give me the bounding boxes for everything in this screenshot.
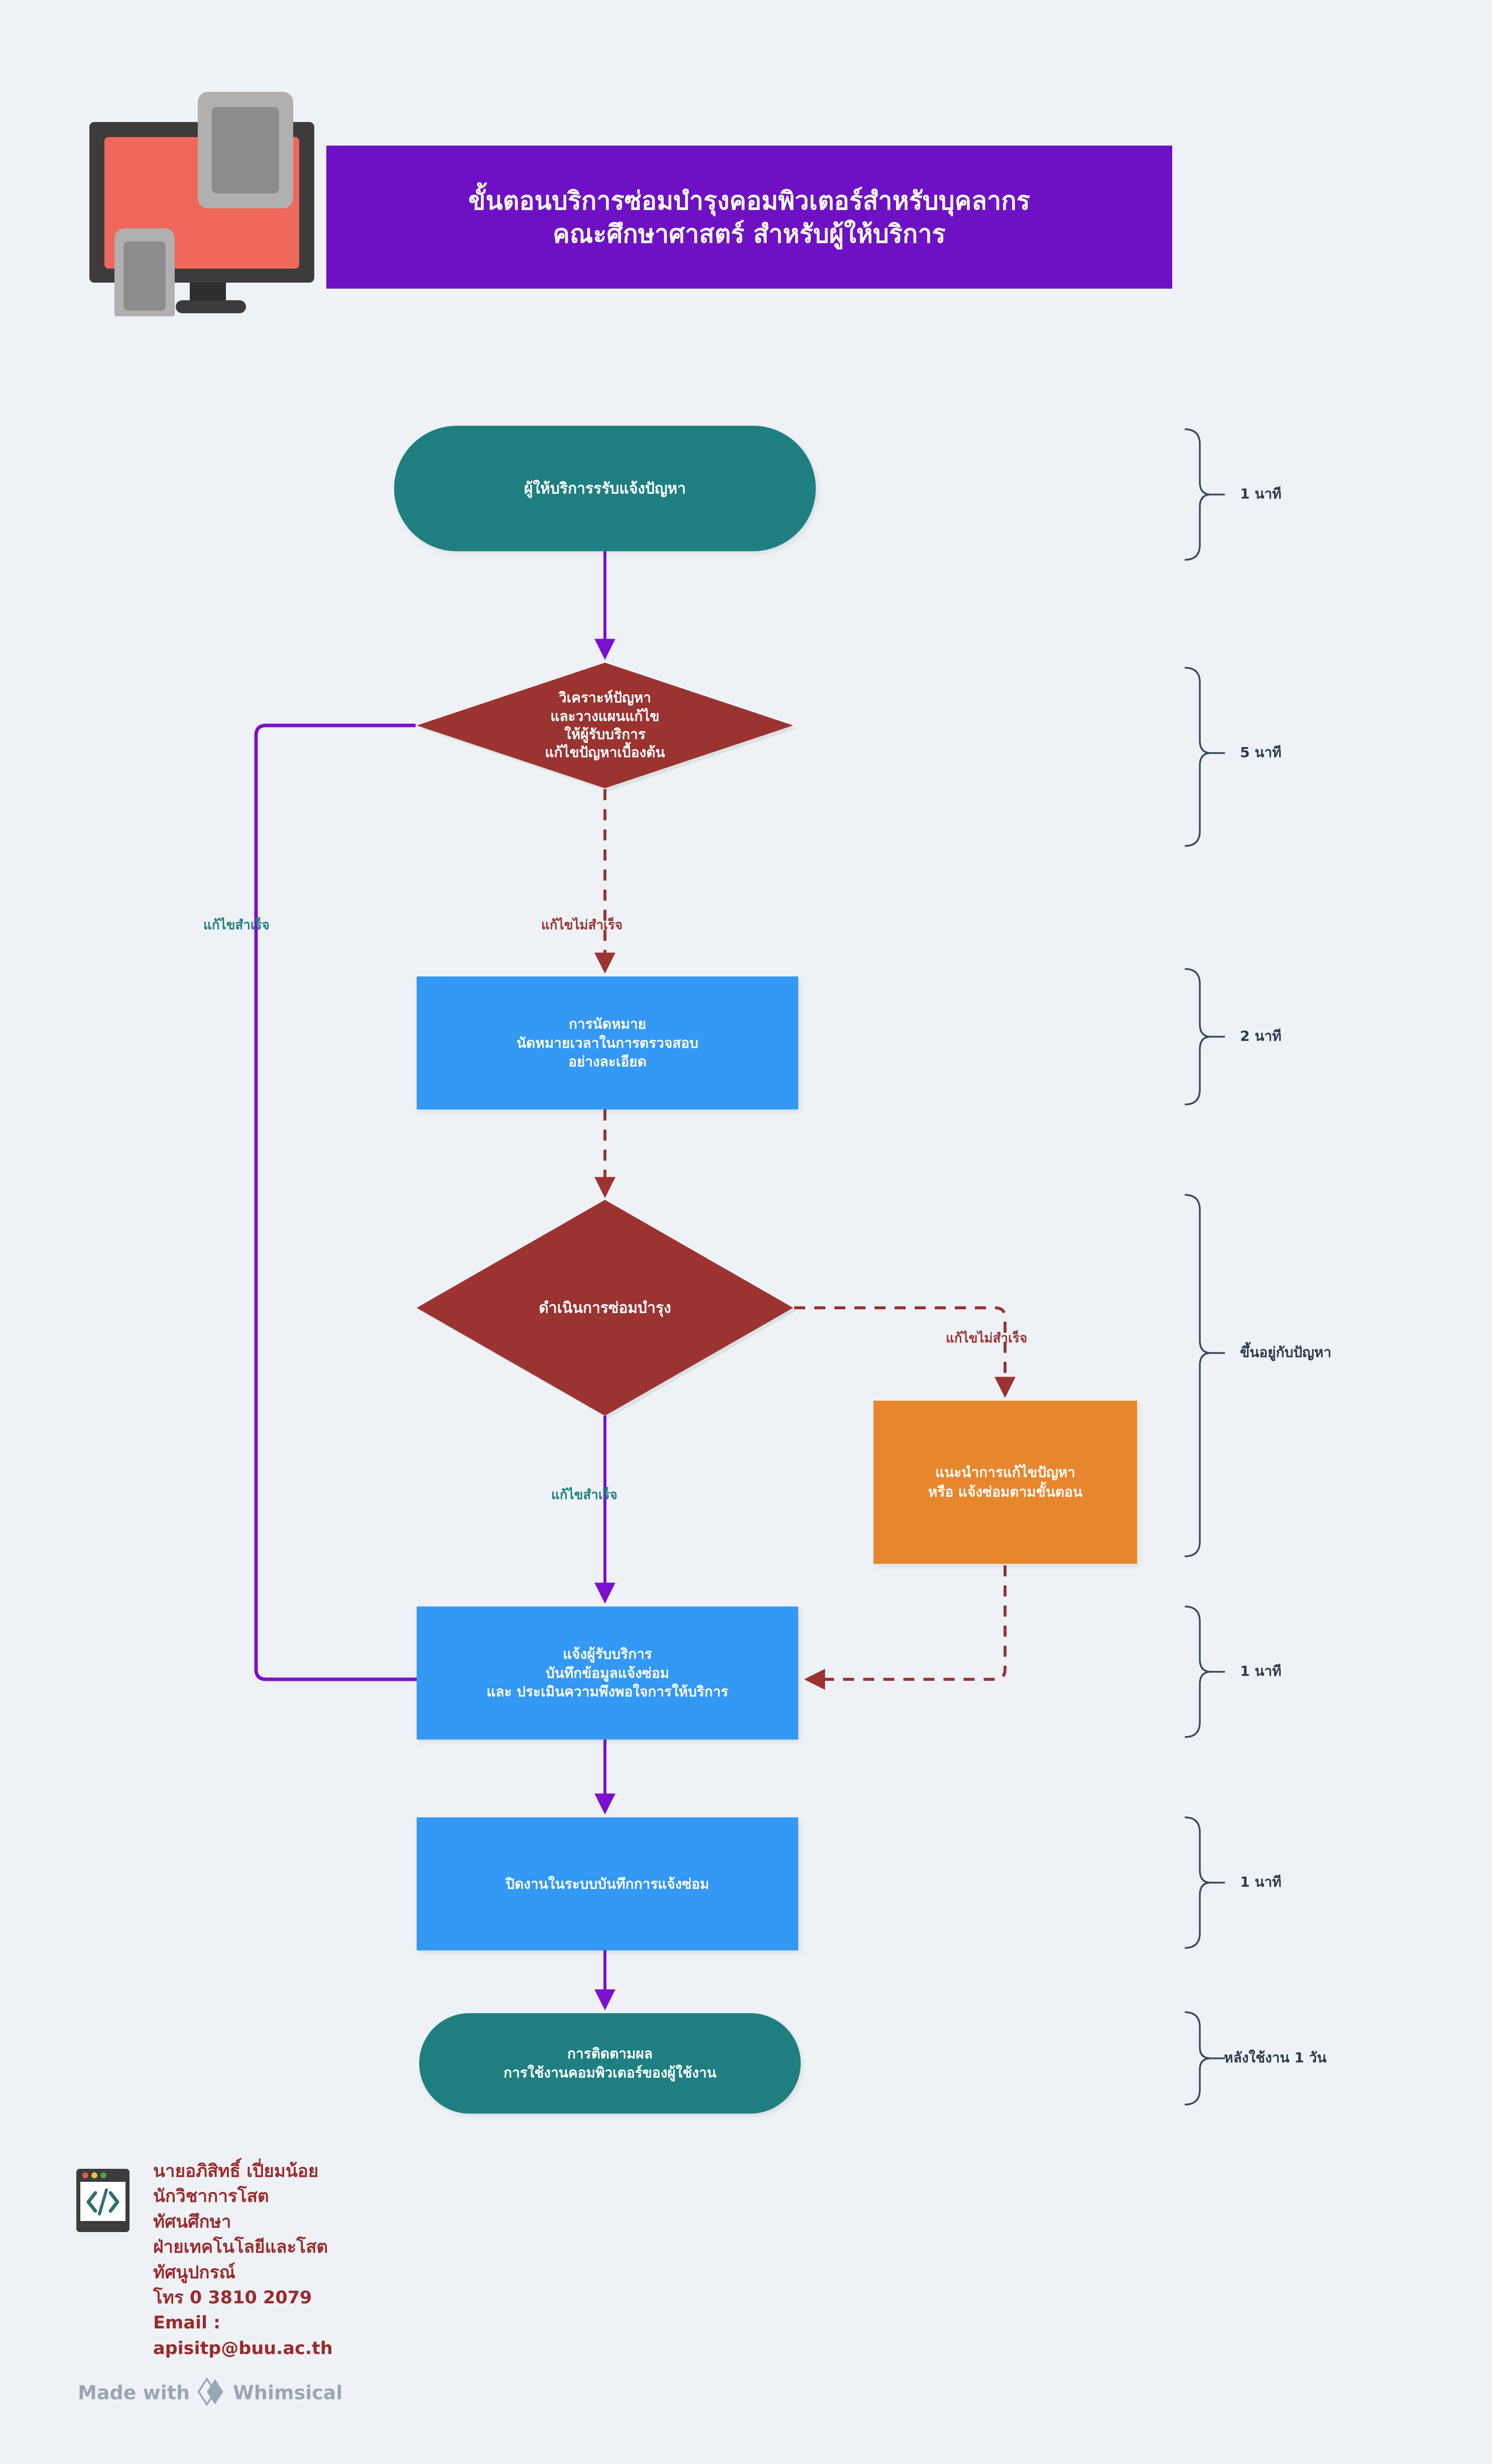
header-banner: ขั้นตอนบริการซ่อมบำรุงคอมพิวเตอร์สำหรับบ… [326,146,1172,289]
node-notify-customer[interactable]: แจ้งผู้รับบริการ บันทึกข้อมูลแจ้งซ่อม แล… [417,1607,798,1740]
node-appointment[interactable]: การนัดหมาย นัดหมายเวลาในการตรวจสอบ อย่าง… [417,976,798,1110]
duration-label-5: 1 นาที [1240,1663,1282,1679]
whimsical-logo-icon [197,2377,226,2408]
edge-label-fail-1: แก้ไขไม่สำเร็จ [541,918,623,933]
node-decision-analyze[interactable]: วิเคราะห์ปัญหา และวางแผนแก้ไข ให้ผู้รับบ… [417,663,793,788]
node-decision-repair[interactable]: ดำเนินการซ่อมบำรุง [417,1200,793,1416]
edge-label-success-2: แก้ไขสำเร็จ [551,1488,617,1503]
duration-braces [1184,428,1225,2106]
page-title: ขั้นตอนบริการซ่อมบำรุงคอมพิวเตอร์สำหรับบ… [468,186,1030,249]
code-window-icon [75,2168,131,2233]
edge-label-success-1: แก้ไขสำเร็จ [203,918,270,933]
made-with-whimsical[interactable]: Made with Whimsical [78,2377,342,2408]
node-advice[interactable]: แนะนำการแก้ไขปัญหา หรือ แจ้งซ่อมตามขั้นต… [874,1401,1137,1564]
duration-label-6: 1 นาที [1240,1874,1282,1890]
monitor-tablet-phone-icon [75,78,356,323]
duration-label-1: 1 นาที [1240,485,1282,502]
node-start[interactable]: ผู้ให้บริการรรับแจ้งปัญหา [394,426,816,551]
duration-label-4: ขึ้นอยู่กับปัญหา [1240,1344,1332,1361]
node-followup[interactable]: การติดตามผล การใช้งานคอมพิวเตอร์ของผู้ใช… [419,2013,801,2114]
edge-label-fail-2: แก้ไขไม่สำเร็จ [946,1331,1028,1346]
duration-label-7: หลังใช้งาน 1 วัน [1224,2049,1327,2066]
duration-label-2: 5 นาที [1240,744,1282,761]
footer-contact-text: นายอภิสิทธิ์ เปี่ยมน้อย นักวิชาการโสตทัศ… [153,2161,333,2359]
whimsical-label: Whimsical [233,2382,343,2404]
made-with-label: Made with [78,2382,190,2404]
duration-label-3: 2 นาที [1240,1028,1282,1044]
node-close-ticket[interactable]: ปิดงานในระบบบันทึกการแจ้งซ่อม [417,1817,798,1950]
